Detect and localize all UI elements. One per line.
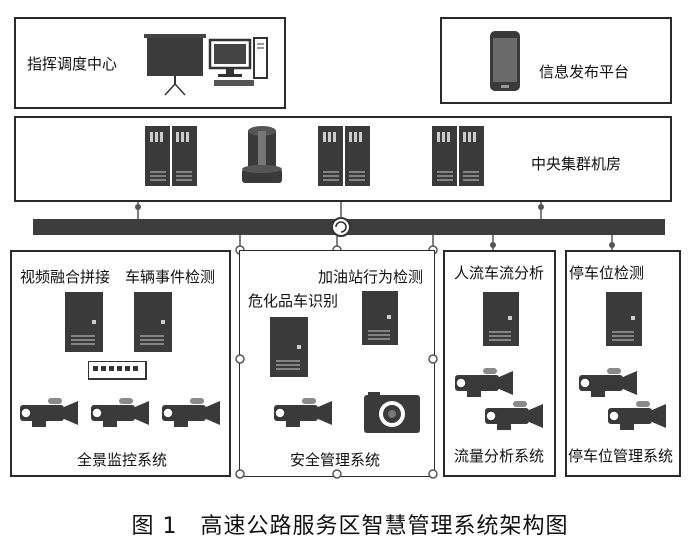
server-icon bbox=[270, 317, 308, 377]
hazmat-vehicle-label: 危化品车识别 bbox=[248, 292, 339, 310]
camera-icon bbox=[162, 398, 220, 427]
server-rack-icon bbox=[145, 126, 197, 186]
server-icon bbox=[134, 292, 172, 352]
flow-system-label: 流量分析系统 bbox=[454, 447, 545, 465]
camera-icon bbox=[274, 398, 332, 427]
gas-station-behavior-label: 加油站行为检测 bbox=[318, 268, 424, 286]
panoramic-monitoring-box bbox=[10, 250, 231, 477]
figure-caption: 图 1 高速公路服务区智慧管理系统架构图 bbox=[131, 514, 569, 539]
storage-cylinder-icon bbox=[242, 126, 282, 183]
panoramic-system-label: 全景监控系统 bbox=[77, 451, 168, 469]
command-center-label: 指挥调度中心 bbox=[27, 55, 118, 73]
flow-analysis-label: 人流车流分析 bbox=[454, 264, 545, 282]
camera-icon bbox=[579, 368, 637, 397]
parking-detection-label: 停车位检测 bbox=[569, 264, 645, 282]
camera-icon bbox=[91, 398, 149, 427]
parking-system-label: 停车位管理系统 bbox=[568, 447, 674, 465]
server-icon bbox=[65, 292, 103, 352]
server-rack-icon bbox=[318, 126, 370, 186]
camera-icon bbox=[485, 401, 543, 430]
server-icon bbox=[483, 292, 519, 346]
server-rack-icon bbox=[432, 126, 484, 186]
safety-system-label: 安全管理系统 bbox=[290, 451, 381, 469]
parking-management-box bbox=[565, 250, 681, 477]
flow-analysis-box bbox=[443, 250, 556, 477]
camera-icon bbox=[455, 368, 513, 397]
safety-box-nodes bbox=[235, 354, 438, 479]
video-fusion-label: 视频融合拼接 bbox=[20, 268, 111, 286]
camera-icon bbox=[20, 398, 78, 427]
projector-screen-icon bbox=[144, 34, 206, 96]
vehicle-event-label: 车辆事件检测 bbox=[125, 268, 216, 286]
info-release-label: 信息发布平台 bbox=[539, 63, 630, 81]
central-cluster-label: 中央集群机房 bbox=[531, 155, 622, 173]
server-icon bbox=[362, 291, 398, 345]
smartphone-icon bbox=[490, 31, 520, 91]
photo-camera-icon bbox=[364, 392, 420, 433]
desktop-computer-icon bbox=[208, 37, 268, 86]
info-release-box bbox=[440, 17, 672, 104]
bus-hub-icon bbox=[331, 201, 351, 237]
network-switch-icon bbox=[88, 361, 147, 380]
camera-icon bbox=[608, 401, 666, 430]
server-icon bbox=[606, 292, 642, 346]
